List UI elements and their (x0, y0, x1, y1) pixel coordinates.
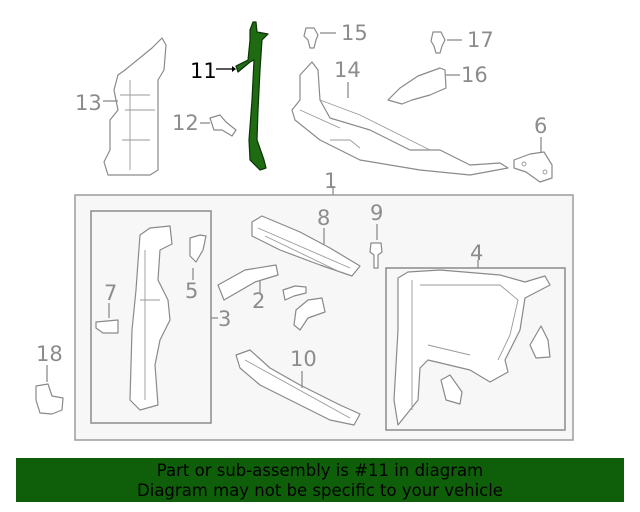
callout-13: 13 (75, 91, 102, 115)
callout-4: 4 (470, 241, 483, 265)
callout-7: 7 (104, 281, 117, 305)
part-2-brace[interactable] (217, 264, 279, 301)
part-3-side-member[interactable] (129, 225, 173, 411)
part-9-bolt[interactable] (369, 242, 383, 269)
callout-15: 15 (341, 21, 368, 45)
callout-6: 6 (534, 114, 547, 138)
part-7-plate[interactable] (95, 319, 119, 334)
part-14-detail (299, 99, 431, 151)
callout-3: 3 (218, 307, 231, 331)
callout-12: 12 (172, 111, 199, 135)
part-17-clip[interactable] (430, 31, 446, 54)
part-13-air-guide[interactable] (103, 37, 167, 176)
part-4-radiator-support-side[interactable] (393, 269, 551, 426)
callout-1: 1 (324, 169, 337, 193)
part-15-clip[interactable] (303, 27, 319, 49)
part-5-bracket[interactable] (189, 234, 207, 263)
bracket-lower (440, 374, 463, 405)
callout-2: 2 (252, 289, 265, 313)
banner-line-1: Part or sub-assembly is #11 in diagram (156, 461, 484, 480)
arrowhead-11 (232, 66, 236, 72)
callout-16: 16 (461, 63, 488, 87)
callout-10: 10 (290, 347, 317, 371)
info-banner: Part or sub-assembly is #11 in diagram D… (16, 458, 624, 502)
part-16-cover-piece[interactable] (387, 67, 447, 105)
callout-11[interactable]: 11 (190, 59, 217, 83)
bolt (282, 285, 307, 301)
callout-8: 8 (317, 206, 330, 230)
part-4-detail (411, 280, 519, 410)
callout-14: 14 (334, 58, 361, 82)
bracket (293, 297, 326, 331)
callout-18: 18 (36, 342, 63, 366)
part-8-detail (257, 227, 351, 273)
callout-5: 5 (185, 279, 198, 303)
part-3-detail (140, 250, 160, 400)
part-11-highlighted[interactable] (235, 21, 269, 171)
part-10-detail (244, 359, 351, 419)
part-6-bracket[interactable] (513, 151, 553, 183)
part-13-detail (120, 80, 155, 170)
banner-line-2: Diagram may not be specific to your vehi… (137, 481, 503, 500)
part-18-sensor[interactable] (35, 383, 64, 415)
bracket-right (529, 325, 551, 359)
callout-17: 17 (467, 28, 494, 52)
callout-9: 9 (370, 201, 383, 225)
part-12-bolt[interactable] (209, 114, 237, 137)
